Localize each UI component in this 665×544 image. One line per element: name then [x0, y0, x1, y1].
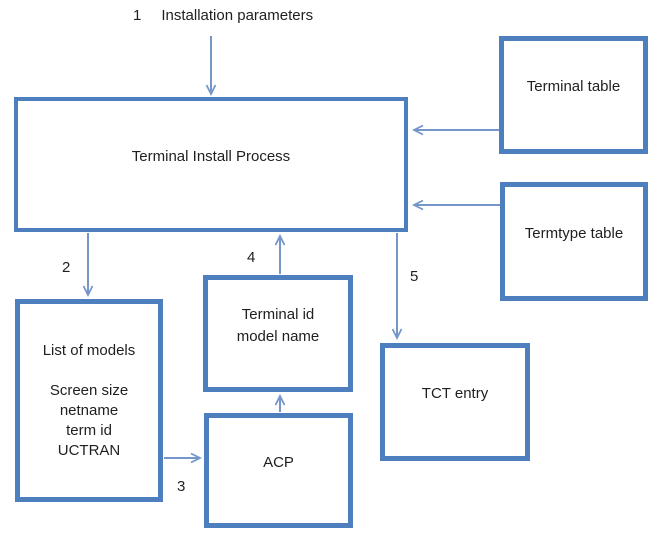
step-1-number: 1: [133, 7, 142, 24]
step-1-text: Installation parameters: [161, 7, 314, 24]
box-tct-entry-label: TCT entry: [421, 385, 489, 402]
box-terminal-install-process-label: Terminal Install Process: [131, 147, 291, 165]
step-4-number: 4: [247, 249, 256, 266]
box-termtype-table: Termtype table: [500, 182, 648, 301]
terminal-id-model-line: Terminal id: [241, 305, 315, 323]
list-of-models-line: netname: [59, 401, 119, 419]
box-terminal-table: Terminal table: [499, 36, 648, 154]
box-acp: ACP: [204, 413, 353, 528]
box-terminal-table-label: Terminal table: [526, 78, 621, 95]
box-terminal-id-model-name: Terminal id model name: [203, 275, 353, 392]
box-tct-entry: TCT entry: [380, 343, 530, 461]
step-1-label: 1 Installation parameters: [133, 8, 313, 24]
list-of-models-line: UCTRAN: [57, 441, 121, 459]
list-of-models-line: term id: [66, 421, 112, 439]
list-of-models-line: List of models: [42, 341, 136, 359]
terminal-id-model-line: model name: [236, 327, 320, 345]
list-of-models-line: Screen size: [49, 381, 129, 399]
box-acp-label: ACP: [263, 453, 294, 471]
box-list-of-models: List of models Screen size netname term …: [15, 299, 163, 502]
step-5-number: 5: [410, 268, 419, 285]
box-terminal-install-process: Terminal Install Process: [14, 97, 408, 232]
step-2-number: 2: [62, 259, 71, 276]
box-termtype-table-label: Termtype table: [524, 224, 624, 242]
step-3-number: 3: [177, 478, 186, 495]
